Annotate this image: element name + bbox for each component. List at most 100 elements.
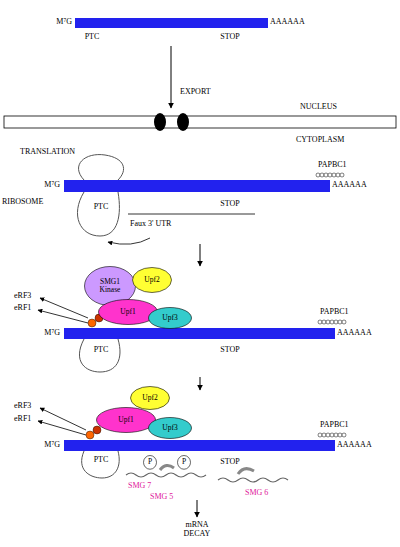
pabp-bead <box>318 433 322 437</box>
phosphate-circle: P <box>177 455 191 470</box>
polya-label: AAAAAA <box>270 18 305 27</box>
mrna-bar <box>75 18 268 28</box>
pabp-bead <box>330 433 334 437</box>
smg-complex <box>238 469 254 474</box>
codon-label: PTC <box>94 203 109 212</box>
mrna-bar <box>64 328 335 339</box>
protein-label: PAPBC1 <box>318 161 347 170</box>
ribosome-subunit <box>82 451 120 478</box>
erf-factor <box>88 319 96 327</box>
node-text: Upf3 <box>162 314 177 322</box>
codon-label: PTC <box>94 456 109 465</box>
node-shape <box>99 300 158 325</box>
cap-label: M⁷G <box>44 181 60 190</box>
release-arrow <box>38 310 88 323</box>
protein-label: SMG 7 <box>128 482 151 491</box>
pabp-bead <box>324 173 328 177</box>
node-shape <box>149 308 192 329</box>
erf-factor <box>93 426 101 434</box>
pabp-bead <box>336 173 340 177</box>
pabp-bead <box>328 173 332 177</box>
nuclear-envelope <box>4 116 396 128</box>
node-shape <box>178 455 191 469</box>
nuclear-pore <box>154 113 166 131</box>
factor-label: eRF3 <box>14 292 31 301</box>
phosphate-circle: P <box>143 455 157 470</box>
cap-label: M⁷G <box>44 329 60 338</box>
release-arrow <box>40 408 86 430</box>
pabp-bead <box>326 433 330 437</box>
structure-label: RIBOSOME <box>2 198 43 207</box>
node-text: Upf3 <box>162 424 177 432</box>
node-shape <box>97 408 156 433</box>
polya-label: AAAAAA <box>337 441 372 450</box>
protein-label: SMG 6 <box>245 489 268 498</box>
step-label: TRANSLATION <box>20 148 75 157</box>
pabp-bead <box>318 320 322 324</box>
outcome-label: mRNA DECAY <box>177 521 217 539</box>
step-arrow <box>197 500 198 517</box>
release-arrow <box>38 421 86 435</box>
cap-label: M⁷G <box>56 18 72 27</box>
node-text: Upf1 <box>120 308 135 316</box>
pabp-bead <box>342 320 346 324</box>
mrna-bar <box>64 180 330 192</box>
protein-ellipse: Upf2 <box>130 386 170 410</box>
codon-label: STOP <box>220 200 239 209</box>
polya-label: AAAAAA <box>337 329 372 338</box>
codon-label: STOP <box>220 33 239 42</box>
pabp-bead <box>340 173 344 177</box>
protein-label: PAPBC1 <box>320 308 349 317</box>
pabp-bead <box>330 320 334 324</box>
nuclear-pore <box>177 113 189 131</box>
node-text: P <box>182 458 186 466</box>
recycle-arrow <box>108 238 150 244</box>
pabp-bead <box>338 320 342 324</box>
factor-label: eRF1 <box>14 415 31 424</box>
faux-utr-line <box>128 214 255 215</box>
ribosome-subunit <box>77 192 119 236</box>
pabp-beads <box>316 173 346 437</box>
protein-ellipse: Upf3 <box>148 417 192 439</box>
ribosome-subunit <box>79 155 124 180</box>
node-text: Upf1 <box>118 416 133 424</box>
node-shape <box>133 268 172 293</box>
pabp-bead <box>334 320 338 324</box>
step-label: EXPORT <box>180 88 211 97</box>
step-arrow <box>200 244 201 266</box>
protein-ellipse: Upf1 <box>98 299 158 325</box>
step-arrow <box>200 377 201 390</box>
compartment-label: CYTOPLASM <box>296 136 344 145</box>
protein-ellipse: Upf2 <box>132 267 172 293</box>
node-text: SMG1 Kinase <box>95 278 125 295</box>
factor-label: eRF3 <box>14 402 31 411</box>
protein-label: SMG 5 <box>150 493 173 502</box>
pabp-bead <box>320 173 324 177</box>
pabp-bead <box>332 173 336 177</box>
decay-fragment <box>218 478 288 482</box>
region-label: Faux 3' UTR <box>130 220 171 229</box>
pabp-bead <box>342 433 346 437</box>
codon-label: PTC <box>85 33 100 42</box>
erf-factor <box>86 431 94 439</box>
pabp-bead <box>316 173 320 177</box>
compartment-label: NUCLEUS <box>300 103 337 112</box>
node-text: P <box>148 458 152 466</box>
protein-label: PAPBC1 <box>320 421 349 430</box>
pabp-bead <box>322 320 326 324</box>
ribosome-subunit <box>79 339 120 372</box>
release-arrow <box>40 298 88 318</box>
node-shape <box>131 387 170 410</box>
codon-label: STOP <box>220 458 239 467</box>
polya-label: AAAAAA <box>332 181 367 190</box>
node-text: Upf2 <box>144 276 159 284</box>
codon-label: STOP <box>220 346 239 355</box>
protein-ellipse: Upf1 <box>96 407 156 433</box>
step-arrow <box>171 46 172 108</box>
pabp-bead <box>326 320 330 324</box>
node-shape <box>144 455 157 469</box>
smg-complex <box>160 465 174 470</box>
pabp-bead <box>322 433 326 437</box>
